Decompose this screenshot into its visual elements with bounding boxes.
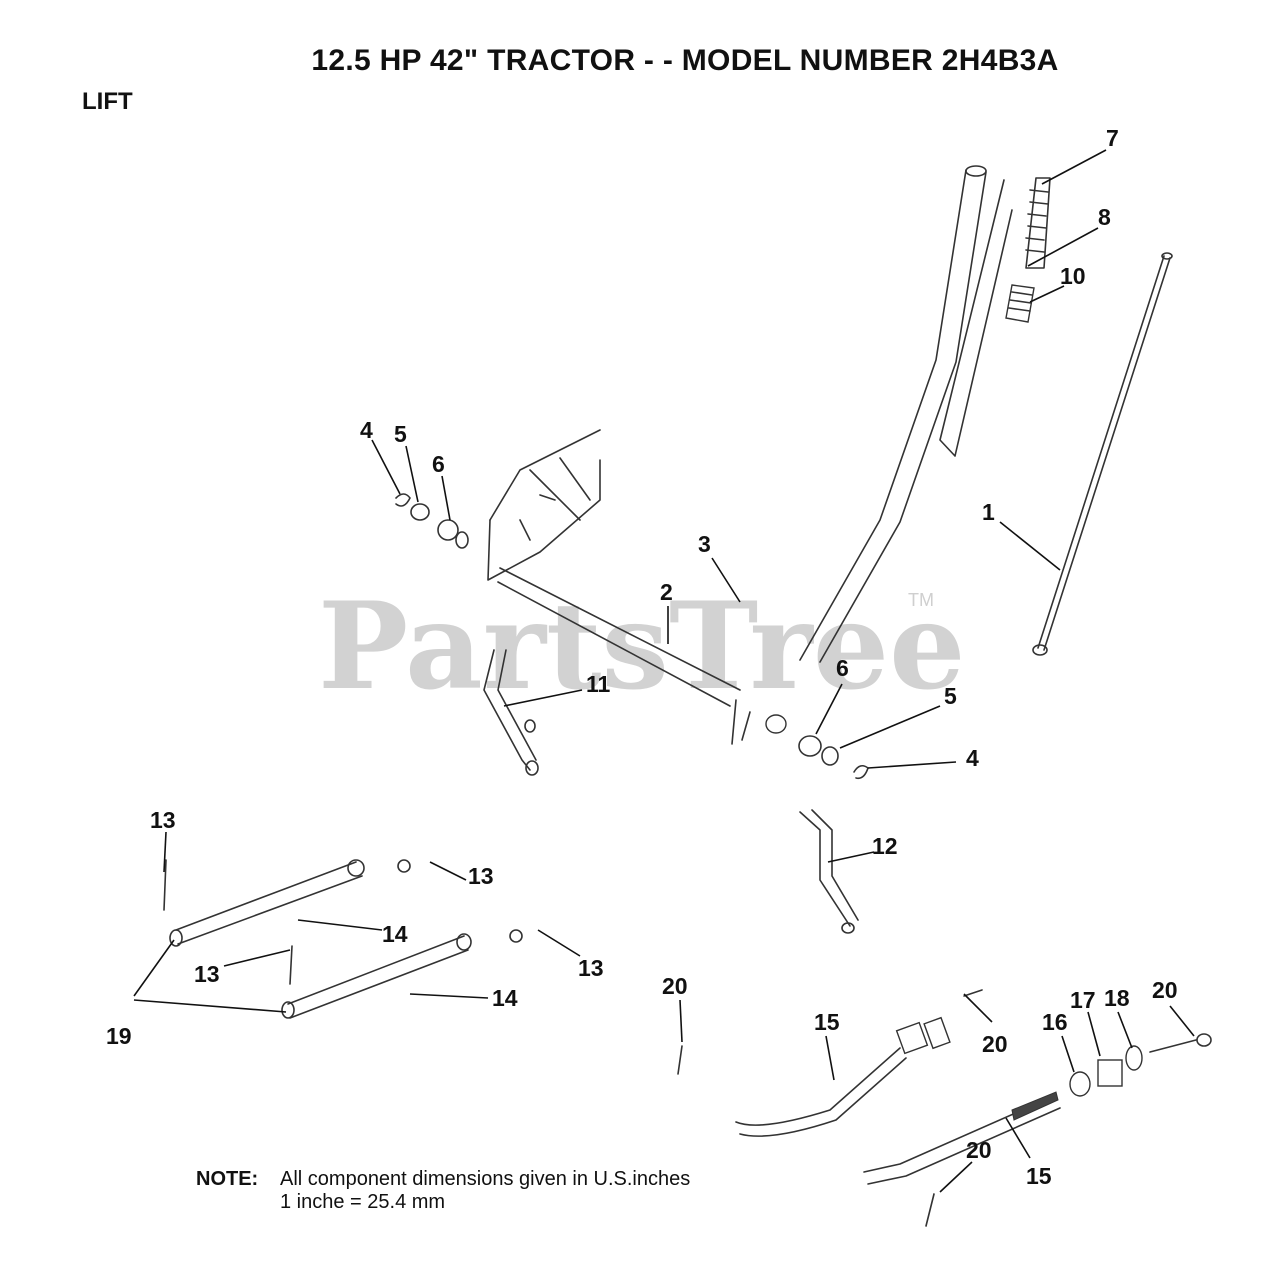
lift-arm-left-drawing <box>483 649 539 776</box>
callout-13-b: 13 <box>468 863 494 889</box>
cross-shaft-drawing <box>497 567 787 745</box>
dimension-note: NOTE: All component dimensions given in … <box>196 1168 690 1213</box>
right-hardware-drawing <box>798 735 869 780</box>
callout-16: 16 <box>1042 1009 1068 1035</box>
rear-linkage-drawing <box>677 989 1212 1227</box>
callout-8: 8 <box>1098 204 1111 230</box>
callout-20-d: 20 <box>966 1137 992 1163</box>
watermark-trademark: TM <box>908 590 934 610</box>
callout-5-left: 5 <box>394 421 407 447</box>
lift-rod-drawing <box>1032 252 1173 656</box>
section-label: LIFT <box>82 88 133 115</box>
left-hardware-drawing <box>395 493 469 549</box>
lift-arm-right-drawing <box>799 809 859 934</box>
callout-19: 19 <box>106 1023 132 1049</box>
note-label: NOTE: <box>196 1168 259 1190</box>
watermark: PartsTree <box>318 576 965 717</box>
note-line-1: All component dimensions given in U.S.in… <box>280 1168 691 1190</box>
callout-13-d: 13 <box>578 955 604 981</box>
callout-11: 11 <box>586 671 611 697</box>
callout-6-right: 6 <box>836 655 849 681</box>
handle-grip-drawing <box>1005 177 1051 323</box>
lift-handle-drawing <box>799 165 1013 663</box>
callout-20-b: 20 <box>982 1031 1008 1057</box>
callout-4-right: 4 <box>966 745 979 771</box>
callout-4-left: 4 <box>360 417 373 443</box>
callout-labels: 7 8 10 1 4 5 6 3 2 11 6 5 4 12 13 13 14 … <box>106 125 1178 1189</box>
link-tubes-drawing <box>163 859 523 1019</box>
callout-17: 17 <box>1070 987 1096 1013</box>
callout-1: 1 <box>982 499 995 525</box>
leader-lines <box>133 149 1195 1193</box>
bracket-plate-drawing <box>487 429 601 581</box>
callout-10: 10 <box>1060 263 1086 289</box>
callout-15-b: 15 <box>1026 1163 1052 1189</box>
callout-12: 12 <box>872 833 898 859</box>
callout-20-c: 20 <box>1152 977 1178 1003</box>
callout-7: 7 <box>1106 125 1119 151</box>
page-title: 12.5 HP 42" TRACTOR - - MODEL NUMBER 2H4… <box>311 44 1059 77</box>
callout-20-a: 20 <box>662 973 688 999</box>
callout-3: 3 <box>698 531 711 557</box>
callout-6-left: 6 <box>432 451 445 477</box>
callout-2: 2 <box>660 579 673 605</box>
callout-15-a: 15 <box>814 1009 840 1035</box>
callout-13-a: 13 <box>150 807 176 833</box>
callout-14-b: 14 <box>492 985 518 1011</box>
callout-14-a: 14 <box>382 921 408 947</box>
callout-5-right: 5 <box>944 683 957 709</box>
callout-13-c: 13 <box>194 961 220 987</box>
callout-18: 18 <box>1104 985 1130 1011</box>
note-line-2: 1 inche = 25.4 mm <box>280 1191 446 1213</box>
